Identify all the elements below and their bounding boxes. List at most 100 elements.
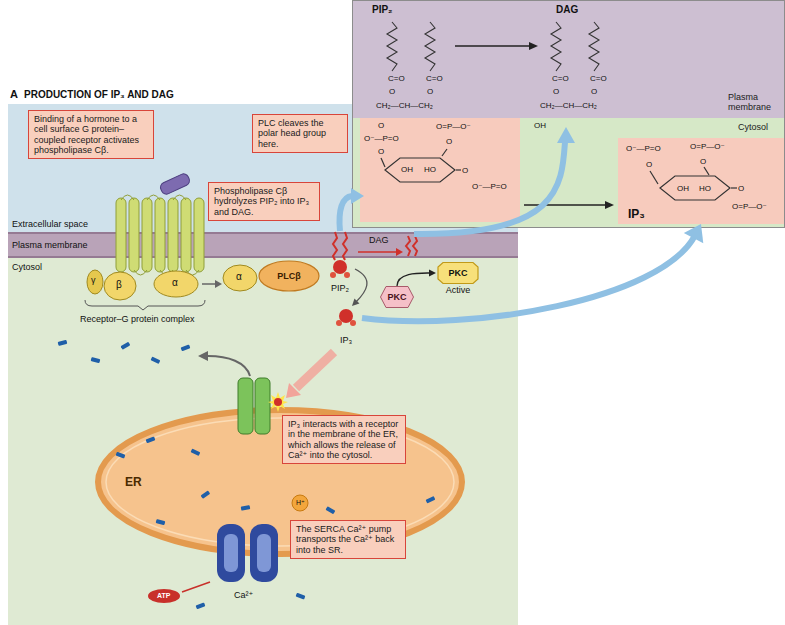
serca-pump [224,534,238,572]
kinase-active: PKCActive [436,262,480,298]
calcium-release-arrow [198,351,250,376]
ip3-diffusion-arrow [286,352,334,398]
lipid-molecule-outline [344,272,350,278]
region-label: Cytosol [12,262,42,272]
reaction-connector [352,269,367,306]
calcium-ion [116,452,126,459]
molecule-label: DAG [369,235,389,245]
group-label: Receptor–G protein complex [80,314,195,324]
receptor-helices [194,198,204,272]
region-label: Extracellular space [12,219,88,229]
g-protein [104,272,136,300]
node-text: PKC [448,262,467,284]
calcium-ion [181,344,191,351]
ion-label: H⁺ [296,499,305,507]
calcium-release-arrow [208,356,250,376]
atom-label: C=O [552,74,569,83]
structure-title: PIP₂ [372,4,393,16]
atp-molecule [182,582,210,592]
zoom-arrow [340,196,353,231]
main-panel [8,258,518,625]
calcium-ion [296,593,306,600]
subunit-label: α [236,271,242,283]
inositol-ring [385,158,455,182]
enzyme-shape: PLCβ [258,260,320,292]
calcium-ion [151,356,161,363]
fatty-acid-chains [551,22,561,71]
fatty-acid-chains [387,22,397,71]
atp-molecule [148,589,180,603]
ip3-ring [731,187,737,188]
messenger-molecule-outline [336,320,342,326]
molecule-label: ATP [157,592,170,600]
receptor-helices [181,198,191,272]
receptor-helices [116,195,204,275]
region-label: Plasma membrane [12,240,88,250]
reaction-arrow [524,204,606,206]
ip3-receptor-channel [255,378,270,434]
ip3-ring [650,171,658,184]
calcium-ion [146,436,156,443]
serca-pump [217,524,245,582]
messenger-molecule-outline [350,320,356,326]
ip3-ring [660,176,730,200]
atom-label: O [378,147,384,156]
lipid-molecule-outline [343,232,347,260]
ion-label: Ca²⁺ [234,590,253,600]
g-protein [87,270,103,294]
atom-label: O=P—O⁻ [436,122,471,131]
atom-label: OH [677,184,689,193]
lipid-molecule-outline [330,272,336,278]
g-protein [154,271,198,297]
inositol-ring [456,169,461,170]
atom-label: OH [401,165,413,174]
node-text: Binding of a hormone to a cell surface G… [34,114,148,155]
atom-label: O [646,160,652,169]
calcium-ion [426,496,436,503]
inset-panel [352,118,785,228]
text-group: Phospholipase Cβ hydrolyzes PIP₂ into IP… [214,186,314,217]
lipid-molecule-outline [333,260,347,274]
atom-label: O [378,121,384,130]
main-panel [8,256,518,258]
dag-molecule [413,236,417,256]
structure-title: DAG [556,4,578,16]
lipid-molecule-outline [333,232,337,260]
reaction-arrow [455,42,614,209]
calcium-release-arrow [198,351,208,361]
atom-label: CH₂—CH—CH₂ [540,101,597,110]
ip3-diffusion-arrow [296,352,334,388]
hormone [159,172,191,196]
zoom-connector [362,224,703,321]
text-group: IP₃ interacts with a receptor in the mem… [288,419,400,460]
node-text: The SERCA Ca²⁺ pump transports the Ca²⁺ … [296,524,400,555]
er-organelle: ER [95,407,465,557]
atom-label: HO [699,184,711,193]
kinase-active-outline [438,263,478,284]
calcium-ion [91,357,101,363]
inset-panel [352,0,785,228]
text-group: PLC cleaves the polar head group here. [258,118,342,149]
activation-arrow [202,280,222,288]
er-organelle-outline [98,410,462,554]
activation-arrow [202,283,216,285]
calcium-ion [156,519,166,525]
subunit-label: γ [91,275,96,285]
ip3-ring [650,167,737,200]
ip3-binding-flash [268,392,288,412]
subunit-label: α [172,277,178,289]
node-text: PLC cleaves the polar head group here. [258,118,342,149]
hormone [159,172,191,196]
calcium-ion [196,602,206,609]
proton [292,495,308,511]
calcium-ion [121,342,131,350]
bracket [85,300,205,310]
connector-line [397,273,430,286]
inset-panel [360,118,520,222]
reaction-arrow [605,201,614,209]
messenger-molecule: IP₃ [330,306,362,346]
arrowhead [429,270,436,277]
hydrolysis-arrow [358,248,403,256]
node-text: IP₃ interacts with a receptor in the mem… [288,419,400,460]
